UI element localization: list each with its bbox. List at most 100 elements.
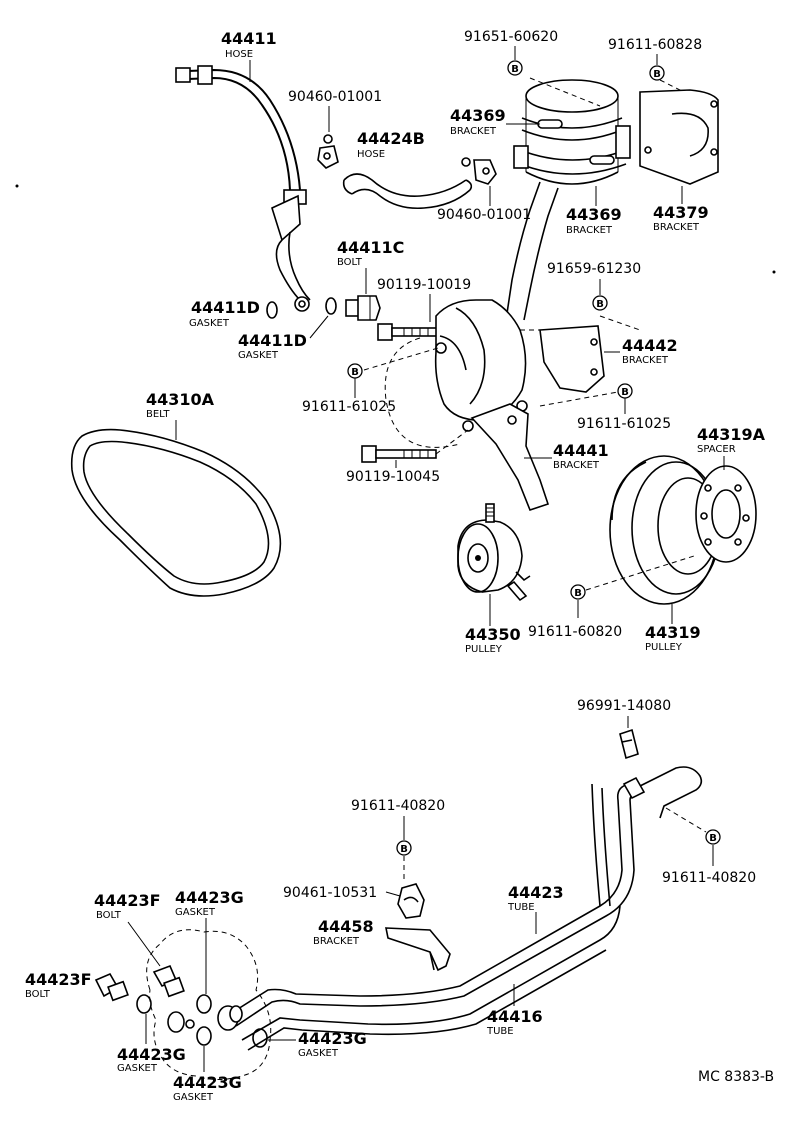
idler-pulley-44350[interactable]: [457, 503, 531, 602]
label-44319a-name: SPACER: [697, 444, 736, 455]
label-44369a-number: 44369: [450, 106, 506, 125]
gasket-44423g-3[interactable]: [252, 1028, 268, 1048]
bracket-44441[interactable]: [470, 403, 550, 511]
label-90119-10019: 90119-10019: [377, 277, 471, 293]
label-44458-name: BRACKET: [313, 936, 360, 947]
badge-letter: B: [511, 64, 519, 75]
hose-44411[interactable]: [175, 65, 311, 312]
label-44350-number: 44350: [465, 625, 521, 644]
gasket-44423g-2[interactable]: [136, 994, 152, 1014]
label-44369b-number: 44369: [566, 205, 622, 224]
bolt-44423f-2[interactable]: [94, 972, 129, 1002]
label-44319-name: PULLEY: [645, 642, 683, 653]
label-91611-61025b: 91611-61025: [577, 416, 671, 432]
label-91611-60820: 91611-60820: [528, 624, 622, 640]
reservoir-tank[interactable]: [505, 79, 619, 321]
diagram-id: MC 8383-B: [698, 1069, 774, 1085]
pump-housing[interactable]: [434, 299, 528, 432]
label-90461: 90461-10531: [283, 885, 377, 901]
tube-fittings: [167, 1005, 243, 1033]
bracket-44458[interactable]: [385, 927, 451, 972]
gasket-44411d-2[interactable]: [325, 297, 337, 315]
label-44423-name: TUBE: [507, 902, 535, 913]
label-44369a-name: BRACKET: [450, 126, 497, 137]
label-44423g-4-number: 44423G: [173, 1073, 242, 1092]
label-44411d-2-name: GASKET: [238, 350, 279, 361]
bolt-badge-91611-61025a[interactable]: B: [347, 363, 363, 379]
gasket-44411d-1[interactable]: [266, 301, 278, 319]
label-44441-name: BRACKET: [553, 460, 600, 471]
bolt-90119-10019[interactable]: [377, 323, 439, 341]
bracket-44369-upper[interactable]: [521, 117, 623, 141]
label-91611-61025a: 91611-61025: [302, 399, 396, 415]
label-44319a-number: 44319A: [697, 425, 766, 444]
label-44416-number: 44416: [487, 1007, 543, 1026]
label-44416-name: TUBE: [486, 1026, 514, 1037]
label-44411c-name: BOLT: [337, 257, 363, 268]
label-44423g-3-name: GASKET: [298, 1048, 339, 1059]
label-90460a: 90460-01001: [288, 89, 382, 105]
tube-44423[interactable]: [229, 766, 703, 1027]
clamp-90461[interactable]: [397, 883, 425, 919]
bolt-badge-91611-40820b[interactable]: B: [705, 829, 721, 845]
label-44379-number: 44379: [653, 203, 709, 222]
gasket-44423g-1[interactable]: [196, 994, 212, 1014]
bracket-44442[interactable]: [539, 325, 605, 393]
label-91611-40820b: 91611-40820: [662, 870, 756, 886]
badge-letter: B: [351, 367, 359, 378]
union-bolt-44411c[interactable]: [345, 295, 381, 321]
spacer-44319a[interactable]: [695, 465, 757, 563]
label-44350-name: PULLEY: [465, 644, 503, 655]
bolt-badge-91651[interactable]: B: [507, 60, 523, 76]
label-44424b-number: 44424B: [357, 129, 425, 148]
label-44411d-1-name: GASKET: [189, 318, 230, 329]
hose-44424b[interactable]: [342, 173, 473, 210]
label-91611-40820a: 91611-40820: [351, 798, 445, 814]
label-44423f-2-name: BOLT: [25, 989, 51, 1000]
bracket-44379[interactable]: [639, 89, 719, 185]
bolt-badge-91611-60828[interactable]: B: [649, 65, 665, 81]
gasket-44423g-4[interactable]: [196, 1026, 212, 1046]
label-44423f-1-name: BOLT: [96, 910, 122, 921]
label-44411-name: HOSE: [225, 49, 253, 60]
label-44319-number: 44319: [645, 623, 701, 642]
badge-letter: B: [596, 299, 604, 310]
label-44423-number: 44423: [508, 883, 564, 902]
bolt-badge-91659[interactable]: B: [592, 295, 608, 311]
clip-90460b[interactable]: [461, 157, 497, 185]
bolt-44423f-1[interactable]: [152, 964, 185, 998]
bolt-badge-91611-61025b[interactable]: B: [617, 383, 633, 399]
label-90119-10045: 90119-10045: [346, 469, 440, 485]
label-44423g-2-name: GASKET: [117, 1063, 158, 1074]
belt-44310a[interactable]: [70, 428, 282, 597]
label-96991: 96991-14080: [577, 698, 671, 714]
clip-96991[interactable]: [619, 728, 639, 760]
label-44442-number: 44442: [622, 336, 678, 355]
label-44369b-name: BRACKET: [566, 225, 613, 236]
clip-90460a[interactable]: [317, 134, 339, 169]
label-44310a-number: 44310A: [146, 390, 215, 409]
label-44423g-1-name: GASKET: [175, 907, 216, 918]
label-44310a-name: BELT: [146, 409, 170, 420]
label-44458-number: 44458: [318, 917, 374, 936]
bolt-badge-91611-40820a[interactable]: B: [396, 840, 412, 856]
bracket-44369-lower[interactable]: [513, 125, 631, 175]
label-44441-number: 44441: [553, 441, 609, 460]
label-91611-60828: 91611-60828: [608, 37, 702, 53]
label-44423g-2-number: 44423G: [117, 1045, 186, 1064]
label-44423g-3-number: 44423G: [298, 1029, 367, 1048]
label-44424b-name: HOSE: [357, 149, 385, 160]
bolt-badge-91611-60820[interactable]: B: [570, 584, 586, 600]
label-44442-name: BRACKET: [622, 355, 669, 366]
label-44411c-number: 44411C: [337, 238, 404, 257]
label-90460b: 90460-01001: [437, 207, 531, 223]
label-44411d-2-number: 44411D: [238, 331, 307, 350]
tube-44416[interactable]: [241, 783, 621, 1051]
badge-letter: B: [400, 844, 408, 855]
label-44411-number: 44411: [221, 29, 277, 48]
bolt-90119-10045[interactable]: [361, 445, 437, 463]
badge-letter: B: [621, 387, 629, 398]
label-91651: 91651-60620: [464, 29, 558, 45]
badge-letter: B: [709, 833, 717, 844]
